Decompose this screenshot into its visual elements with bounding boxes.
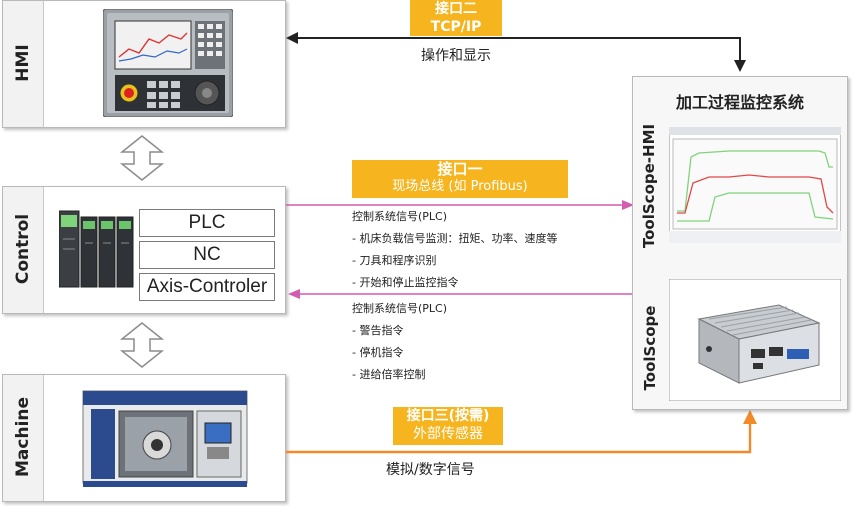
interface1-name: 接口一 bbox=[437, 160, 483, 178]
signals-out-list: 控制系统信号(PLC) - 警告指令 - 停机指令 - 进给倍率控制 bbox=[352, 300, 447, 384]
interface2-badge: 接口二 TCP/IP bbox=[410, 0, 502, 36]
sensor-arrowhead-up bbox=[743, 410, 757, 424]
signals-out-item: - 停机指令 bbox=[352, 346, 404, 359]
signals-in-item: - 刀具和程序识别 bbox=[352, 254, 437, 267]
sensor-signal-arrow bbox=[286, 420, 752, 454]
machine-label-bar bbox=[3, 375, 44, 501]
toolscope-hmi-label: ToolScope-HMI bbox=[640, 123, 658, 249]
hmi-label-bar bbox=[3, 1, 44, 127]
interface2-protocol: TCP/IP bbox=[430, 19, 482, 35]
interface2-caption: 操作和显示 bbox=[421, 48, 491, 64]
hmi-control-link-arrow bbox=[119, 135, 165, 181]
hmi-panel: HMI bbox=[2, 0, 286, 128]
tcpip-arrowhead-left bbox=[286, 32, 298, 44]
signals-in-item: - 机床负载信号监测：扭矩、功率、速度等 bbox=[352, 232, 558, 245]
machine-panel: Machine bbox=[2, 374, 286, 502]
interface2-name: 接口二 bbox=[435, 1, 477, 17]
fieldbus-arrowhead-right bbox=[622, 200, 634, 210]
interface3-caption: 模拟/数字信号 bbox=[386, 462, 475, 478]
toolscope-device-image bbox=[669, 279, 841, 401]
signals-in-item: - 开始和停止监控指令 bbox=[352, 276, 459, 289]
interface3-name: 接口三(按需) bbox=[406, 408, 490, 424]
nc-module: NC bbox=[139, 241, 275, 269]
control-label-bar bbox=[3, 187, 44, 313]
control-panel: Control PLC NC Axis-Controler bbox=[2, 186, 286, 314]
tcpip-connection-arrow bbox=[294, 37, 741, 64]
axis-controller-module: Axis-Controler bbox=[139, 273, 275, 301]
signals-in-title: 控制系统信号(PLC) bbox=[352, 210, 448, 223]
drive-modules-image bbox=[59, 210, 134, 288]
monitoring-system-title: 加工过程监控系统 bbox=[675, 93, 804, 112]
interface1-bus: 现场总线 (如 Profibus) bbox=[392, 179, 528, 194]
machine-tool-image bbox=[82, 390, 248, 487]
signals-out-item: - 进给倍率控制 bbox=[352, 368, 426, 381]
control-machine-link-arrow bbox=[119, 322, 165, 368]
monitoring-system-panel: 加工过程监控系统 ToolScope-HMI ToolScope bbox=[632, 76, 848, 410]
tcpip-arrowhead-down bbox=[734, 60, 746, 72]
plc-module: PLC bbox=[139, 209, 275, 237]
signals-out-item: - 警告指令 bbox=[352, 324, 404, 337]
signals-in-list: 控制系统信号(PLC) - 机床负载信号监测：扭矩、功率、速度等 - 刀具和程序… bbox=[352, 208, 557, 292]
toolscope-device-label: ToolScope bbox=[641, 305, 659, 391]
fieldbus-arrowhead-left bbox=[288, 289, 300, 299]
toolscope-hmi-screen bbox=[669, 127, 841, 243]
interface3-badge: 接口三(按需) 外部传感器 bbox=[393, 407, 503, 445]
hmi-control-panel-image bbox=[103, 9, 233, 117]
interface3-sensor: 外部传感器 bbox=[413, 426, 483, 442]
interface1-badge: 接口一 现场总线 (如 Profibus) bbox=[352, 160, 568, 198]
signals-out-title: 控制系统信号(PLC) bbox=[352, 302, 448, 315]
